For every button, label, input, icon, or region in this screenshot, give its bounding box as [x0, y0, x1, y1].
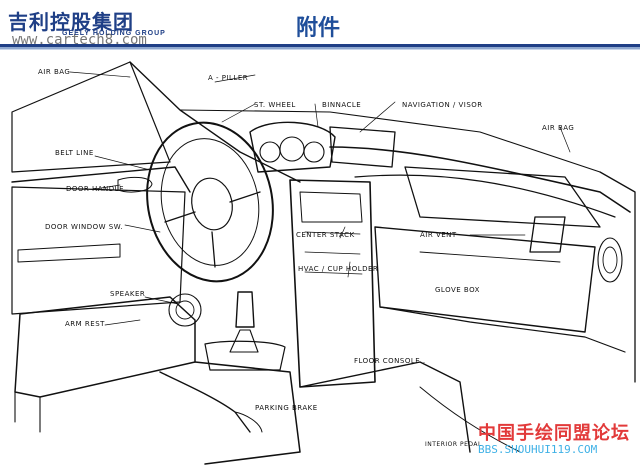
label-a-pillar: A - PILLER [208, 74, 248, 82]
a-pillar [129, 61, 301, 183]
speaker-right [597, 237, 623, 283]
label-interior-pedal: INTERIOR PEDAL [425, 441, 482, 448]
interior-sketch: AIR BAG A - PILLER ST. WHEEL BINNACLE NA… [11, 61, 636, 465]
glove-box [374, 226, 596, 333]
slide-header: 吉利控股集团 GEELY HOLDING GROUP www.cartech8.… [0, 0, 640, 48]
dashboard-top [329, 146, 631, 213]
label-hvac-cup-holder: HVAC / CUP HOLDER [298, 265, 378, 273]
header-stripe-dark [0, 44, 640, 47]
label-arm-rest: ARM REST [65, 320, 105, 328]
label-floor-console: FLOOR CONSOLE . [354, 357, 426, 365]
slide-title: 附件 [296, 16, 341, 41]
shifter-base [204, 340, 286, 371]
label-air-bag-left: AIR BAG [38, 68, 70, 76]
floor-console [194, 361, 301, 465]
forum-watermark-url: BBS.SHOUHUI119.COM [478, 443, 598, 456]
center-stack [289, 179, 376, 388]
label-door-handle: DOOR HANDLE [66, 185, 124, 193]
label-navigation-visor: NAVIGATION / VISOR [402, 101, 483, 109]
forum-watermark-cn: 中国手绘同盟论坛 [478, 423, 630, 444]
label-door-window-sw: DOOR WINDOW SW. [45, 223, 123, 231]
label-parking-brake: PARKING BRAKE [255, 404, 318, 412]
company-logo-subtitle: GEELY HOLDING GROUP [62, 30, 166, 37]
callout-labels: AIR BAG A - PILLER ST. WHEEL BINNACLE NA… [38, 68, 574, 448]
pedal-floor [419, 386, 521, 453]
belt-line [11, 166, 191, 193]
passenger-airbag [404, 166, 601, 228]
label-speaker: SPEAKER [110, 290, 145, 298]
door-window-switch [17, 243, 121, 263]
steering-wheel [146, 121, 274, 283]
door-window [11, 61, 171, 173]
windshield-edge [179, 109, 601, 173]
label-st-wheel: ST. WHEEL [254, 101, 296, 109]
header-stripe-light [0, 49, 640, 50]
company-logo-text: 吉利控股集团 [8, 10, 134, 34]
navigation-visor [329, 126, 396, 168]
label-belt-line: BELT LINE [55, 149, 94, 157]
gauge-right [303, 141, 325, 163]
right-door-edge [599, 171, 636, 383]
label-air-bag-right: AIR BAG [542, 124, 574, 132]
label-air-vent: AIR VENT [420, 231, 457, 239]
speaker-left [168, 293, 202, 327]
label-center-stack: CENTER STACK [296, 231, 355, 239]
parking-brake [159, 371, 251, 433]
gauge-left [259, 141, 281, 163]
binnacle-hood [249, 121, 336, 173]
dashboard-lower [379, 306, 626, 353]
air-vent [529, 216, 566, 253]
label-binnacle: BINNACLE [322, 101, 361, 109]
gear-shifter [235, 291, 255, 328]
gauge-center [279, 136, 305, 162]
door-panel [11, 186, 186, 315]
arm-rest [14, 296, 196, 398]
steering-hub [191, 177, 233, 231]
label-glove-box: GLOVE BOX [435, 286, 480, 294]
door-handle [117, 176, 153, 193]
header-stripe-mid [0, 47, 640, 49]
